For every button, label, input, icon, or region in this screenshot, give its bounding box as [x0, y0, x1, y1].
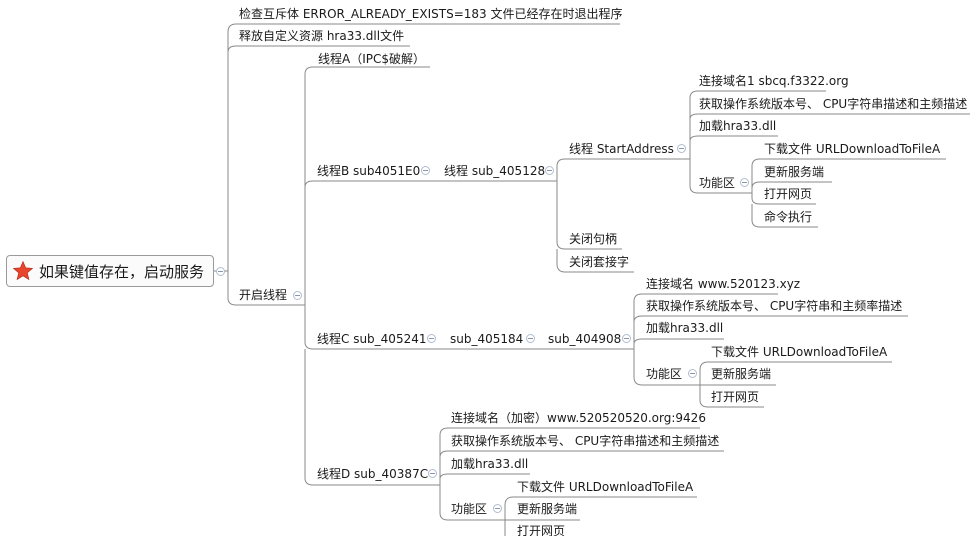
node-c-open-web[interactable]: 打开网页: [711, 390, 760, 404]
node-b-close-socket[interactable]: 关闭套接字: [569, 255, 630, 269]
node-d-func[interactable]: 功能区: [451, 502, 488, 516]
collapse-toggle-thread-b[interactable]: [421, 166, 430, 175]
node-thread-a[interactable]: 线程A（IPC$破解）: [318, 52, 425, 66]
node-c-sysinfo[interactable]: 获取操作系统版本号、 CPU字符串和主频率描述: [646, 299, 903, 313]
node-thread-b-sub[interactable]: 线程 sub_405128: [444, 164, 546, 178]
node-b-close-handle[interactable]: 关闭句柄: [569, 232, 618, 246]
node-b-func[interactable]: 功能区: [699, 176, 736, 190]
node-b-sysinfo[interactable]: 获取操作系统版本号、 CPU字符串描述和主频描述: [699, 97, 968, 111]
node-b-connect[interactable]: 连接域名1 sbcq.f3322.org: [699, 74, 849, 88]
node-release-resource[interactable]: 释放自定义资源 hra33.dll文件: [239, 29, 405, 43]
collapse-toggle-root[interactable]: [216, 267, 225, 276]
node-c-connect[interactable]: 连接域名 www.520123.xyz: [646, 277, 801, 291]
node-d-connect[interactable]: 连接域名（加密）www.520520520.org:9426: [451, 411, 706, 425]
root-label: 如果键值存在，启动服务: [39, 262, 205, 281]
node-c-sub2[interactable]: sub_404908: [548, 332, 622, 346]
collapse-toggle-start-address[interactable]: [677, 144, 686, 153]
collapse-toggle-thread-d[interactable]: [428, 469, 437, 478]
node-d-update[interactable]: 更新服务端: [517, 502, 578, 516]
node-b-update[interactable]: 更新服务端: [764, 165, 825, 179]
collapse-toggle-start-threads[interactable]: [293, 291, 302, 300]
collapse-toggle-c-func[interactable]: [688, 369, 697, 378]
node-d-open-web[interactable]: 打开网页: [517, 524, 566, 536]
node-thread-b[interactable]: 线程B sub4051E0: [317, 164, 421, 178]
root-node[interactable]: 如果键值存在，启动服务: [6, 255, 214, 287]
node-thread-b-start-address[interactable]: 线程 StartAddress: [569, 142, 674, 156]
node-c-download[interactable]: 下载文件 URLDownloadToFileA: [711, 345, 888, 359]
node-d-sysinfo[interactable]: 获取操作系统版本号、 CPU字符串描述和主频描述: [451, 434, 720, 448]
node-d-download[interactable]: 下载文件 URLDownloadToFileA: [517, 480, 694, 494]
node-c-sub1[interactable]: sub_405184: [450, 332, 524, 346]
node-c-func[interactable]: 功能区: [646, 367, 683, 381]
node-b-open-web[interactable]: 打开网页: [764, 187, 813, 201]
collapse-toggle-c-sub2[interactable]: [622, 334, 631, 343]
node-check-mutex[interactable]: 检查互斥体 ERROR_ALREADY_EXISTS=183 文件已经存在时退出…: [239, 7, 623, 21]
collapse-toggle-thread-b-sub[interactable]: [545, 166, 554, 175]
node-b-cmd[interactable]: 命令执行: [764, 210, 813, 224]
collapse-toggle-c-sub1[interactable]: [526, 334, 535, 343]
node-b-load-dll[interactable]: 加载hra33.dll: [699, 119, 777, 133]
node-d-load-dll[interactable]: 加载hra33.dll: [451, 457, 529, 471]
node-c-load-dll[interactable]: 加载hra33.dll: [646, 321, 724, 335]
node-c-update[interactable]: 更新服务端: [711, 367, 772, 381]
node-thread-d[interactable]: 线程D sub_40387C: [317, 467, 429, 481]
node-thread-c[interactable]: 线程C sub_405241: [317, 332, 427, 346]
node-b-download[interactable]: 下载文件 URLDownloadToFileA: [764, 142, 941, 156]
collapse-toggle-b-func[interactable]: [740, 178, 749, 187]
collapse-toggle-d-func[interactable]: [493, 504, 502, 513]
star-icon: [12, 260, 34, 281]
node-start-threads[interactable]: 开启线程: [239, 288, 288, 302]
collapse-toggle-thread-c[interactable]: [427, 334, 436, 343]
